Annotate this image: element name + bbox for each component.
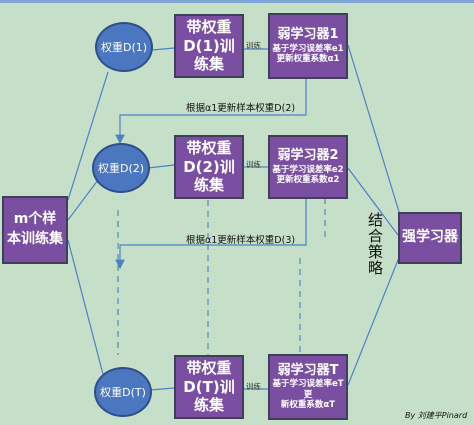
connector-samples-weight1 [67,71,109,201]
update-arrow-2 [115,195,307,270]
weak-learner-title-T: 弱学习器T [277,362,339,378]
weak-learner-line2-1: 更新权重系数α1 [276,54,340,65]
train-arrow-2 [244,166,268,168]
weight-ellipse-T: 权重D(T) [94,367,152,417]
author-credit: By 刘建平Pinard [405,411,468,420]
connector-learnerT-strong [347,254,401,386]
connector-weight2-dataset2 [147,164,175,169]
weak-learner-1: 弱学习器1 基于学习误差率e1 更新权重系数α1 [268,13,348,79]
weak-learner-line1-2: 基于学习误差率e2 [272,164,344,175]
weighted-dataset-T: 带权重D(T)训练集 [174,355,244,419]
weak-learner-line1-1: 基于学习误差率e1 [272,43,344,54]
strong-learner-label: 强学习器 [402,229,458,246]
weak-learner-title-2: 弱学习器2 [277,148,339,164]
connector-weightT-datasetT [149,387,175,391]
update-arrow-1 [115,78,307,145]
sample-set-box: m个样本训练集 [2,196,68,264]
weight-ellipse-1: 权重D(1) [95,22,153,72]
weak-learner-2: 弱学习器2 基于学习误差率e2 更新权重系数α2 [268,135,348,199]
weight-label-2: 权重D(2) [97,162,145,175]
weak-learner-T: 弱学习器T 基于学习误差率eT更 新权重系数αT [268,354,348,420]
weighted-dataset-label-2: 带权重D(2)训练集 [183,138,235,195]
weak-learner-line2-2: 更新权重系数α2 [276,175,340,186]
update-weight-label-2: 根据α1更新样本权重D(3) [186,235,296,246]
connector-weight1-dataset1 [151,47,175,51]
connector-samples-weightT [67,239,105,379]
combine-strategy-label: 结合策略 [366,212,384,276]
weighted-dataset-label-1: 带权重D(1)训练集 [183,17,235,74]
connector-samples-weight2 [67,179,99,221]
weak-learner-line1-T: 基于学习误差率eT更 [272,379,344,400]
weighted-dataset-2: 带权重D(2)训练集 [174,135,244,199]
train-label-1: 训练 [246,41,261,50]
top-border [0,0,474,3]
train-label-2: 训练 [246,160,261,169]
weight-label-T: 权重D(T) [100,386,146,399]
sample-set-label: m个样本训练集 [7,211,63,247]
train-arrow-T [244,388,268,390]
weighted-dataset-1: 带权重D(1)训练集 [174,14,244,78]
strong-learner-box: 强学习器 [398,212,462,264]
weighted-dataset-label-T: 带权重D(T)训练集 [183,358,235,415]
weak-learner-line2-T: 新权重系数αT [280,400,336,411]
connector-learner1-strong [347,44,401,216]
connector-learner2-strong [347,167,399,236]
train-label-T: 训练 [246,382,261,391]
weight-ellipse-2: 权重D(2) [92,143,150,193]
weight-label-1: 权重D(1) [100,41,148,54]
update-weight-label-1: 根据α1更新样本权重D(2) [186,103,296,114]
weak-learner-title-1: 弱学习器1 [277,27,339,43]
train-arrow-1 [244,48,268,50]
